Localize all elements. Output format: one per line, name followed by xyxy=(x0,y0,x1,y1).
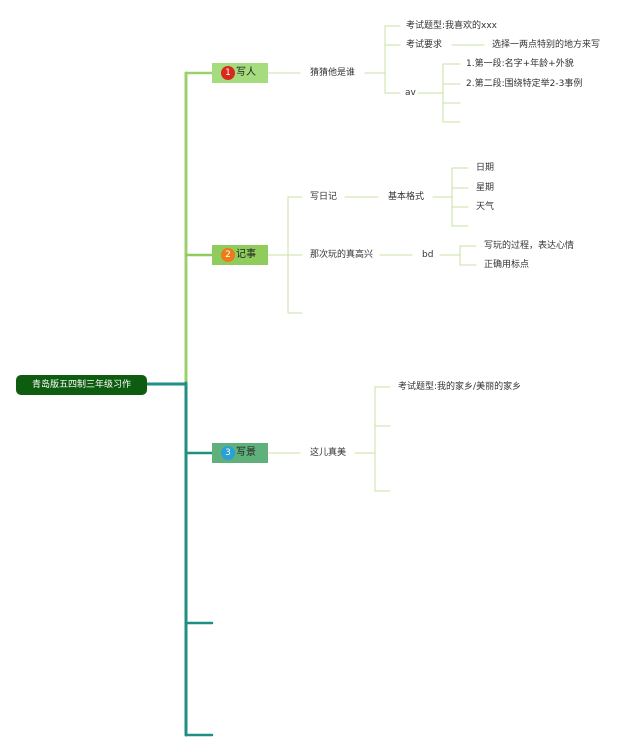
topic-guess-who[interactable]: 猜猜他是谁 xyxy=(310,68,356,78)
category-number-badge: 1 xyxy=(221,66,235,80)
category-number-badge: 2 xyxy=(221,248,235,262)
leaf-date[interactable]: 日期 xyxy=(476,163,495,173)
leaf-exam-requirement[interactable]: 考试要求 xyxy=(406,40,443,50)
topic-beautiful-here[interactable]: 这儿真美 xyxy=(310,448,347,458)
category-write-scenery[interactable]: 3 写景 xyxy=(212,443,268,463)
leaf-exam-type[interactable]: 考试题型:我喜欢的xxx xyxy=(406,21,498,31)
leaf-weather[interactable]: 天气 xyxy=(476,202,495,212)
leaf-av[interactable]: av xyxy=(405,88,416,98)
category-write-event[interactable]: 2 记事 xyxy=(212,245,268,265)
category-label: 记事 xyxy=(236,249,256,260)
leaf-paragraph-2[interactable]: 2.第二段:围绕特定举2-3事例 xyxy=(466,79,583,89)
leaf-weekday[interactable]: 星期 xyxy=(476,183,495,193)
leaf-requirement-detail[interactable]: 选择一两点特别的地方来写 xyxy=(492,40,601,50)
leaf-punctuation[interactable]: 正确用标点 xyxy=(484,260,530,270)
root-topic[interactable]: 青岛版五四制三年级习作 xyxy=(16,375,147,395)
category-label: 写景 xyxy=(236,447,256,458)
leaf-hometown[interactable]: 考试题型:我的家乡/美丽的家乡 xyxy=(398,382,522,392)
topic-write-diary[interactable]: 写日记 xyxy=(310,192,338,202)
leaf-play-process[interactable]: 写玩的过程，表达心情 xyxy=(484,241,575,251)
category-write-person[interactable]: 1 写人 xyxy=(212,63,268,83)
leaf-paragraph-1[interactable]: 1.第一段:名字+年龄+外貌 xyxy=(466,59,574,69)
category-label: 写人 xyxy=(236,67,256,78)
topic-fun-time[interactable]: 那次玩的真高兴 xyxy=(310,250,374,260)
subtopic-basic-format[interactable]: 基本格式 xyxy=(388,192,425,202)
category-number-badge: 3 xyxy=(221,446,235,460)
subtopic-bd[interactable]: bd xyxy=(422,250,434,260)
